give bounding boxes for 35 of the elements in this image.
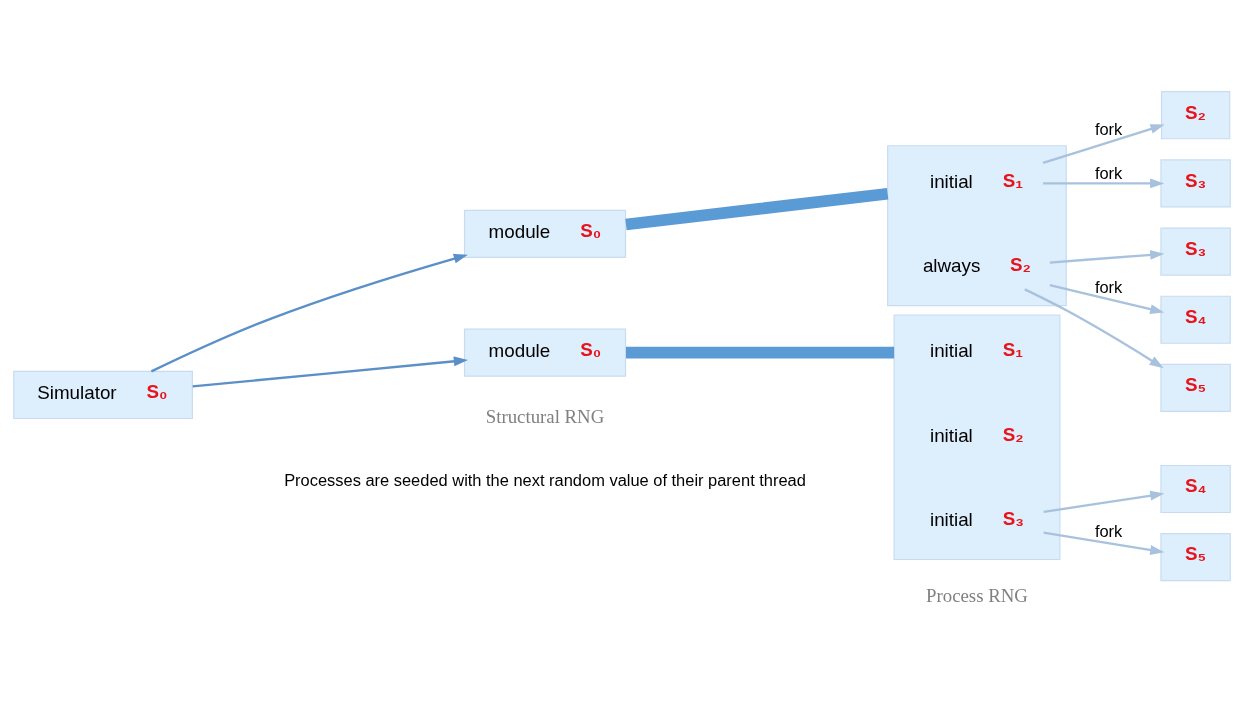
node-text: initial S₂	[929, 423, 1024, 446]
node-text: initial S₃	[929, 507, 1025, 530]
node-box: S₃	[1160, 158, 1231, 207]
edge-label: fork	[1094, 277, 1123, 296]
edge-label: fork	[1094, 521, 1123, 540]
arrow	[150, 253, 468, 372]
arrow	[192, 355, 468, 388]
label: Processes are seeded with the next random value of their parent thread	[284, 470, 806, 489]
node-box: S₅	[1160, 363, 1231, 412]
arrow	[1042, 123, 1165, 164]
arrow	[1043, 177, 1165, 188]
label: Process RNG	[926, 584, 1028, 606]
edge-label: fork	[1094, 163, 1123, 182]
arrow	[1043, 530, 1165, 555]
node-text: initial S₁	[929, 338, 1024, 361]
connector	[626, 346, 895, 359]
node-box: S₄	[1160, 295, 1231, 344]
node-box: S₃	[1160, 226, 1231, 276]
node-box: S₂	[1160, 90, 1231, 139]
node-box: module S₀	[463, 328, 627, 377]
connector	[625, 187, 889, 230]
arrow	[1049, 249, 1165, 264]
node-box: module S₀	[463, 209, 627, 258]
arrow	[1043, 490, 1165, 513]
arrow	[1049, 283, 1165, 314]
arrow	[1024, 287, 1164, 368]
edge-label: fork	[1094, 119, 1123, 138]
node-box: S₅	[1160, 532, 1231, 581]
node-text: always S₂	[922, 253, 1031, 276]
cluster	[887, 144, 1067, 306]
node-text: initial S₁	[929, 169, 1024, 192]
label: Structural RNG	[485, 405, 605, 427]
cluster	[893, 313, 1061, 560]
node-box: Simulator S₀	[13, 370, 193, 419]
node-box: S₄	[1160, 464, 1231, 513]
